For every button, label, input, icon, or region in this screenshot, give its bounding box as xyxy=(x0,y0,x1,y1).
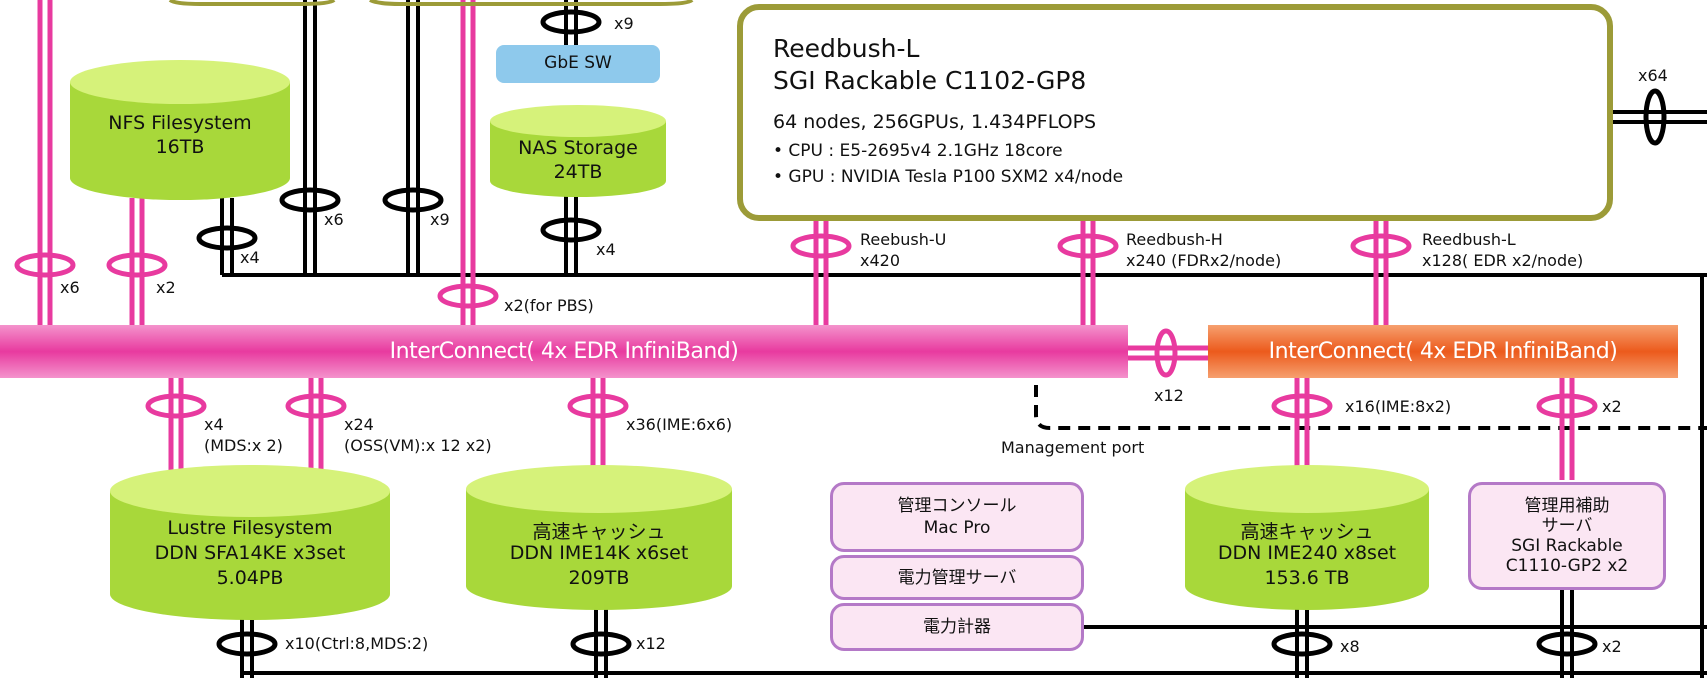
label-reedbush-h-count: x240 (FDRx2/node) xyxy=(1126,251,1282,270)
ime14k-cache: 高速キャッシュ DDN IME14K x6set 209TB xyxy=(466,465,732,610)
label-x24-oss: x24 xyxy=(344,415,374,434)
nas-storage: NAS Storage 24TB xyxy=(490,105,666,197)
power-server-label: 電力管理サーバ xyxy=(897,567,1017,588)
label-x36-ime: x36(IME:6x6) xyxy=(626,415,733,434)
ime240-line3: 153.6 TB xyxy=(1264,567,1350,589)
label-x4-nfs: x4 xyxy=(240,248,260,267)
power-server-box: 電力管理サーバ xyxy=(830,555,1084,600)
label-x8-bottom: x8 xyxy=(1340,637,1360,656)
mgmt-console-line2: Mac Pro xyxy=(923,518,991,538)
label-management-port: Management port xyxy=(1001,438,1145,457)
ime14k-line1: 高速キャッシュ xyxy=(532,521,666,543)
black-bundle-rings xyxy=(196,9,1667,657)
label-x9-top: x9 xyxy=(614,14,634,33)
aux-line4: C1110-GP2 x2 xyxy=(1505,556,1629,576)
label-x2-bottom: x2 xyxy=(1602,637,1622,656)
aux-line1: 管理用補助 xyxy=(1524,496,1610,516)
aux-line3: SGI Rackable xyxy=(1511,536,1623,556)
nfs-filesystem: NFS Filesystem 16TB xyxy=(70,60,290,200)
label-reedbush-l-count: x128( EDR x2/node) xyxy=(1422,251,1584,270)
label-x24-oss-note: (OSS(VM):x 12 x2) xyxy=(344,436,492,455)
reedbush-gpu: • GPU : NVIDIA Tesla P100 SXM2 x4/node xyxy=(773,167,1124,187)
interconnect-sub-label: InterConnect( 4x EDR InfiniBand) xyxy=(1268,339,1618,364)
reedbush-title-1: Reedbush-L xyxy=(773,34,920,63)
power-meter-box: 電力計器 xyxy=(830,603,1084,651)
label-x2-pbs: x2(for PBS) xyxy=(504,296,594,315)
reedbush-l-box: Reedbush-L SGI Rackable C1102-GP8 64 nod… xyxy=(737,4,1613,221)
interconnect-main-bar xyxy=(0,325,1128,378)
label-x4-mds-note: (MDS:x 2) xyxy=(204,436,283,455)
label-x64: x64 xyxy=(1638,66,1668,85)
reedbush-cpu: • CPU : E5-2695v4 2.1GHz 18core xyxy=(773,141,1063,161)
label-reedbush-h-name: Reedbush-H xyxy=(1126,230,1223,249)
label-x2-left: x2 xyxy=(156,278,176,297)
label-x9-mid: x9 xyxy=(430,210,450,229)
label-reedbush-l-name: Reedbush-L xyxy=(1422,230,1516,249)
aux-line2: サーバ xyxy=(1541,516,1593,536)
interconnect-sub-bar xyxy=(1208,325,1678,378)
label-reebush-u-count: x420 xyxy=(860,251,901,270)
magenta-links xyxy=(37,0,1389,470)
label-x4-mds: x4 xyxy=(204,415,224,434)
magenta-bundle-rings xyxy=(14,233,1598,419)
label-x10-ctrl: x10(Ctrl:8,MDS:2) xyxy=(285,634,429,653)
ime240-line2: DDN IME240 x8set xyxy=(1217,542,1397,564)
ime240-line1: 高速キャッシュ xyxy=(1240,521,1374,543)
management-port-line xyxy=(1034,385,1707,430)
label-x6-nfs: x6 xyxy=(324,210,344,229)
nfs-line1: NFS Filesystem xyxy=(108,112,252,134)
gbe-switch-label: GbE SW xyxy=(544,53,612,73)
label-x4-nas: x4 xyxy=(596,240,616,259)
mgmt-console-box: 管理コンソール Mac Pro xyxy=(830,482,1084,552)
top-left-box-edge xyxy=(168,0,336,6)
top-center-box-edge xyxy=(369,0,694,6)
lustre-line3: 5.04PB xyxy=(216,567,284,589)
gbe-switch xyxy=(496,45,660,83)
reedbush-spec: 64 nodes, 256GPUs, 1.434PFLOPS xyxy=(773,111,1097,133)
lustre-filesystem: Lustre Filesystem DDN SFA14KE x3set 5.04… xyxy=(110,465,390,620)
nas-line1: NAS Storage xyxy=(518,137,638,159)
interconnect-main-label: InterConnect( 4x EDR InfiniBand) xyxy=(389,339,739,364)
power-meter-label: 電力計器 xyxy=(923,617,991,637)
lustre-line2: DDN SFA14KE x3set xyxy=(154,542,346,564)
mgmt-console-line1: 管理コンソール xyxy=(897,496,1017,516)
ime240-cache: 高速キャッシュ DDN IME240 x8set 153.6 TB xyxy=(1185,465,1429,610)
label-reebush-u-name: Reebush-U xyxy=(860,230,947,249)
label-x12-bridge: x12 xyxy=(1154,386,1184,405)
reedbush-title-2: SGI Rackable C1102-GP8 xyxy=(773,66,1087,95)
label-x16-ime: x16(IME:8x2) xyxy=(1345,397,1452,416)
label-x6-left: x6 xyxy=(60,278,80,297)
ime14k-line3: 209TB xyxy=(568,567,630,589)
label-x12-bottom: x12 xyxy=(636,634,666,653)
label-x2-aux: x2 xyxy=(1602,397,1622,416)
nfs-line2: 16TB xyxy=(155,136,205,158)
nas-line2: 24TB xyxy=(553,161,603,183)
aux-server-box: 管理用補助 サーバ SGI Rackable C1110-GP2 x2 xyxy=(1468,482,1666,590)
ime14k-line2: DDN IME14K x6set xyxy=(509,542,689,564)
lustre-line1: Lustre Filesystem xyxy=(167,517,333,539)
black-links xyxy=(220,0,1707,678)
